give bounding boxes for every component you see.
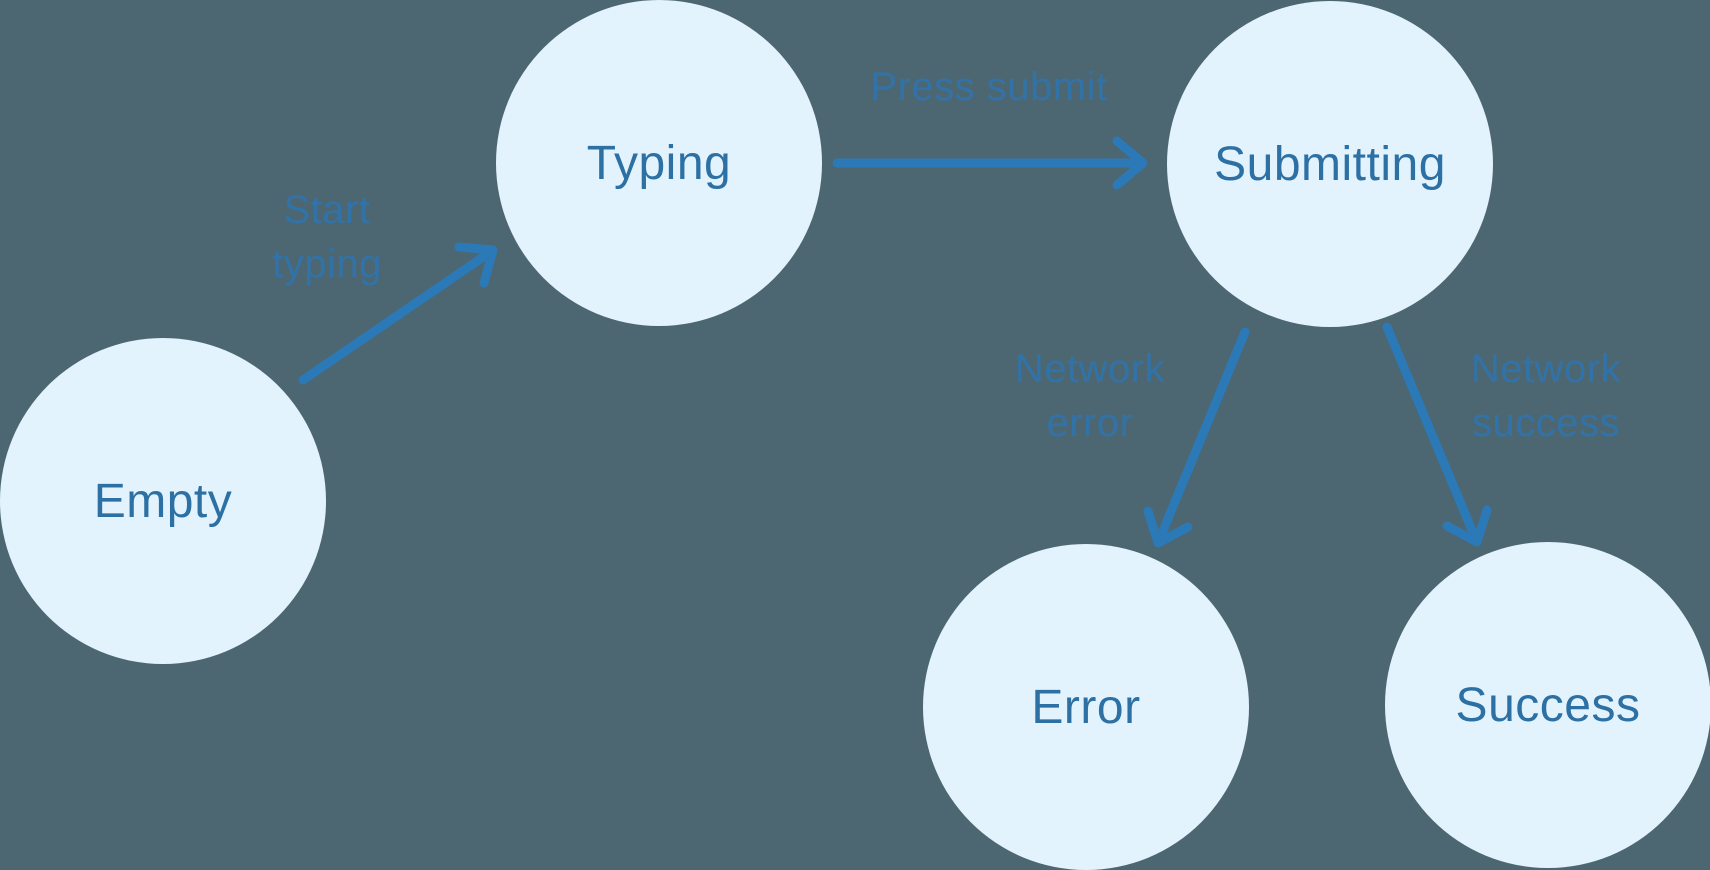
edge-typing-submitting-arrow — [832, 136, 1148, 190]
edge-label-line: Start — [283, 188, 371, 232]
state-node-typing: Typing — [496, 0, 822, 326]
edge-label-line: Network — [1014, 347, 1166, 391]
state-node-label: Success — [1455, 678, 1641, 732]
state-node-error: Error — [923, 544, 1249, 870]
state-node-label: Typing — [586, 136, 732, 190]
state-node-submitting: Submitting — [1167, 1, 1493, 327]
edge-label-line: Network — [1470, 347, 1622, 391]
state-node-success: Success — [1385, 542, 1710, 868]
edge-label-start-typing: Start typing — [177, 183, 477, 291]
state-node-label: Error — [1031, 680, 1141, 734]
edge-label-network-error: Network error — [940, 342, 1240, 450]
state-node-empty: Empty — [0, 338, 326, 664]
edge-label-line: Press submit — [870, 65, 1108, 109]
edge-label-line: success — [1472, 401, 1620, 445]
edge-label-press-submit: Press submit — [789, 60, 1189, 114]
state-node-label: Empty — [93, 474, 233, 528]
edge-label-line: error — [1046, 401, 1134, 445]
edge-label-line: typing — [272, 242, 382, 286]
edge-label-network-success: Network success — [1396, 342, 1696, 450]
state-node-label: Submitting — [1214, 137, 1446, 191]
